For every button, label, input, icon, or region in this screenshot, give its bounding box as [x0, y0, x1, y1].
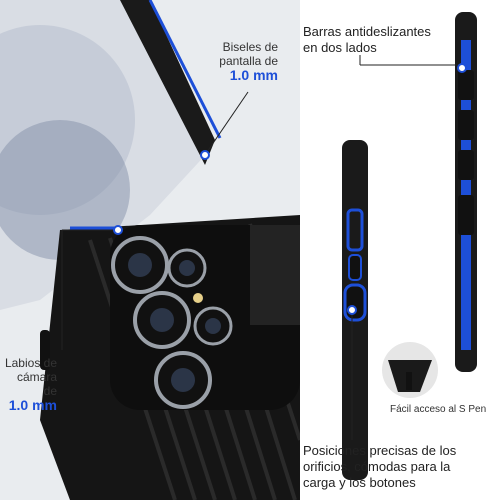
case-edge-top [120, 0, 215, 165]
wallpaper-blob [0, 25, 135, 215]
bezel-callout: Biseles de pantalla de 1.0 mm [213, 40, 278, 82]
wallpaper-blob-2 [0, 120, 130, 260]
case-side-illustration [342, 12, 477, 480]
phone-illustration [0, 0, 300, 500]
bezel-line1: Biseles de [222, 40, 278, 54]
grip-line2: en dos lados [303, 40, 377, 55]
case-side-panel: Barras antideslizantes en dos lados Fáci… [300, 0, 500, 500]
camera-lip-line2: cámara de [16, 370, 57, 398]
camera-lip-callout: Labios de cámara de 1.0 mm [2, 356, 57, 412]
camera-lip-line1: Labios de [4, 356, 57, 370]
cutouts-line1: Posiciones precisas de los [303, 443, 457, 458]
grip-callout: Barras antideslizantes en dos lados [303, 24, 463, 56]
grip-line1: Barras antideslizantes [303, 24, 431, 39]
bezel-value: 1.0 mm [229, 67, 278, 83]
phone-closeup-panel: Biseles de pantalla de 1.0 mm Labios de … [0, 0, 300, 500]
camera-lenses [111, 236, 233, 409]
cutouts-callout: Posiciones precisas de los orificios, có… [303, 443, 498, 491]
bezel-line2: pantalla de [219, 54, 278, 68]
spen-caption: Fácil acceso al S Pen [390, 404, 487, 415]
camera-lip-value: 1.0 mm [8, 397, 57, 413]
cutouts-line2: orificios, cómodas para la [303, 459, 451, 474]
cutouts-line3: carga y los botones [303, 475, 416, 490]
